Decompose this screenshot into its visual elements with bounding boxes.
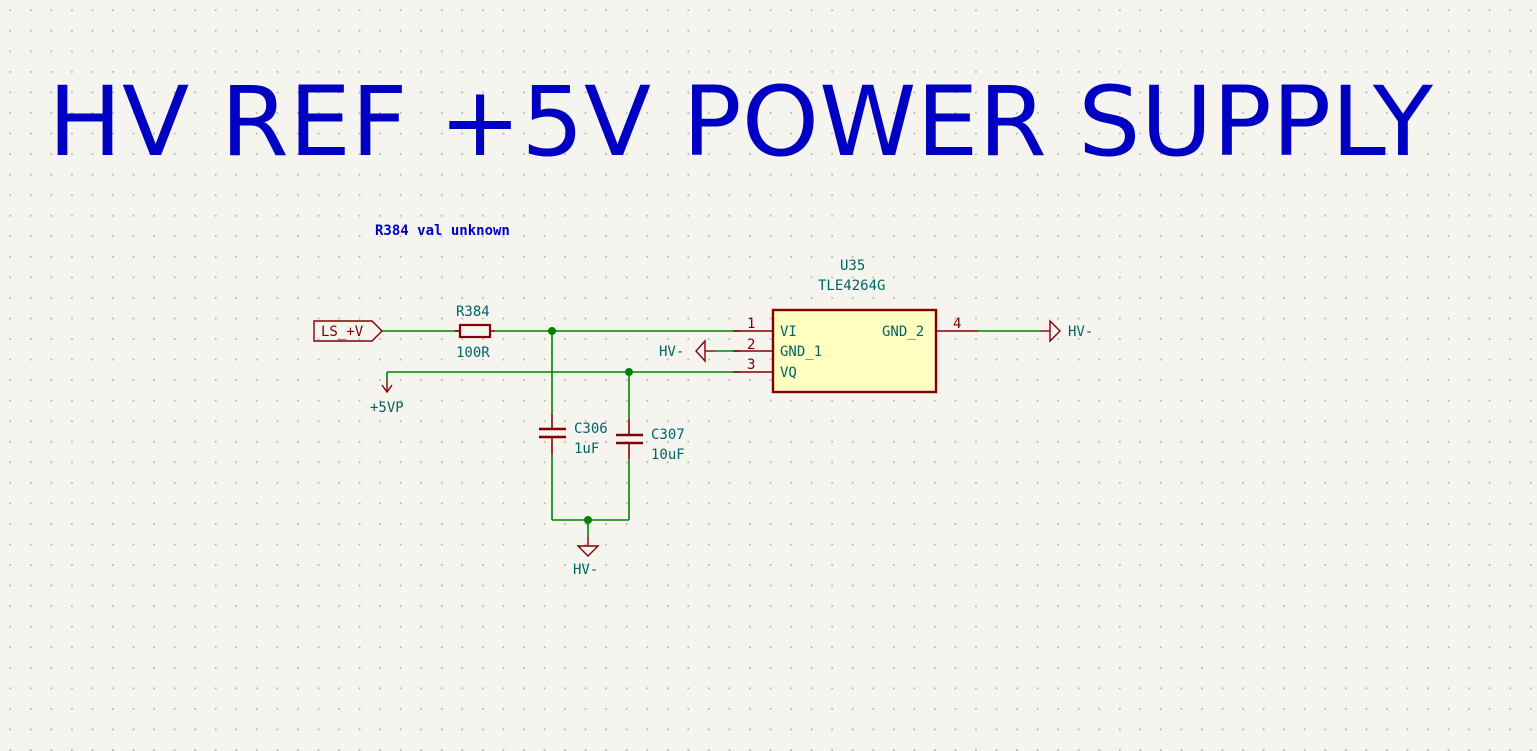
power-label-5vp: +5VP (370, 400, 404, 416)
resistor-body (458, 323, 492, 339)
r384-ref: R384 (456, 304, 490, 320)
c307-value: 10uF (651, 447, 685, 463)
wires (382, 330, 1040, 537)
pin-number: 1 (747, 316, 755, 332)
c306-ref: C306 (574, 421, 608, 437)
junction-dot (625, 368, 633, 376)
pin-number: 4 (953, 316, 961, 332)
power-symbol-5vp[interactable]: +5VP (370, 380, 404, 416)
u35-ref: U35 (840, 258, 865, 274)
junction-dot (584, 516, 592, 524)
net-label-text: LS_+V (321, 324, 364, 340)
ground-label: HV- (1068, 324, 1093, 340)
ground-label: HV- (573, 562, 598, 578)
ground-symbol-pin4[interactable]: HV- (1040, 319, 1093, 343)
capacitor-c306[interactable]: C306 1uF (539, 414, 608, 457)
ground-symbol-caps[interactable]: HV- (573, 537, 600, 578)
net-label-ls-plus-v[interactable]: LS_+V (313, 320, 383, 342)
pin-name: VI (780, 324, 797, 340)
resistor-r384[interactable]: R384 100R (455, 304, 495, 361)
pin-name: GND_1 (780, 344, 822, 360)
pin-name: GND_2 (882, 324, 924, 340)
sheet-title: HV REF +5V POWER SUPPLY (48, 66, 1433, 178)
capacitor-c307[interactable]: C307 10uF (616, 419, 685, 463)
junction-dot (548, 327, 556, 335)
ground-symbol-pin2[interactable]: HV- (659, 339, 715, 363)
u35-value: TLE4264G (818, 278, 885, 294)
note-text: R384 val unknown (375, 223, 510, 239)
pin-number: 3 (747, 357, 755, 373)
c306-value: 1uF (574, 441, 599, 457)
r384-value: 100R (456, 345, 490, 361)
ic-u35[interactable]: U35 TLE4264G 1 2 3 4 VI GND_1 VQ GND_2 (733, 258, 978, 394)
pin-number: 2 (747, 337, 755, 353)
ground-label: HV- (659, 344, 684, 360)
pin-name: VQ (780, 365, 797, 381)
c307-ref: C307 (651, 427, 685, 443)
ic-body (771, 308, 938, 394)
